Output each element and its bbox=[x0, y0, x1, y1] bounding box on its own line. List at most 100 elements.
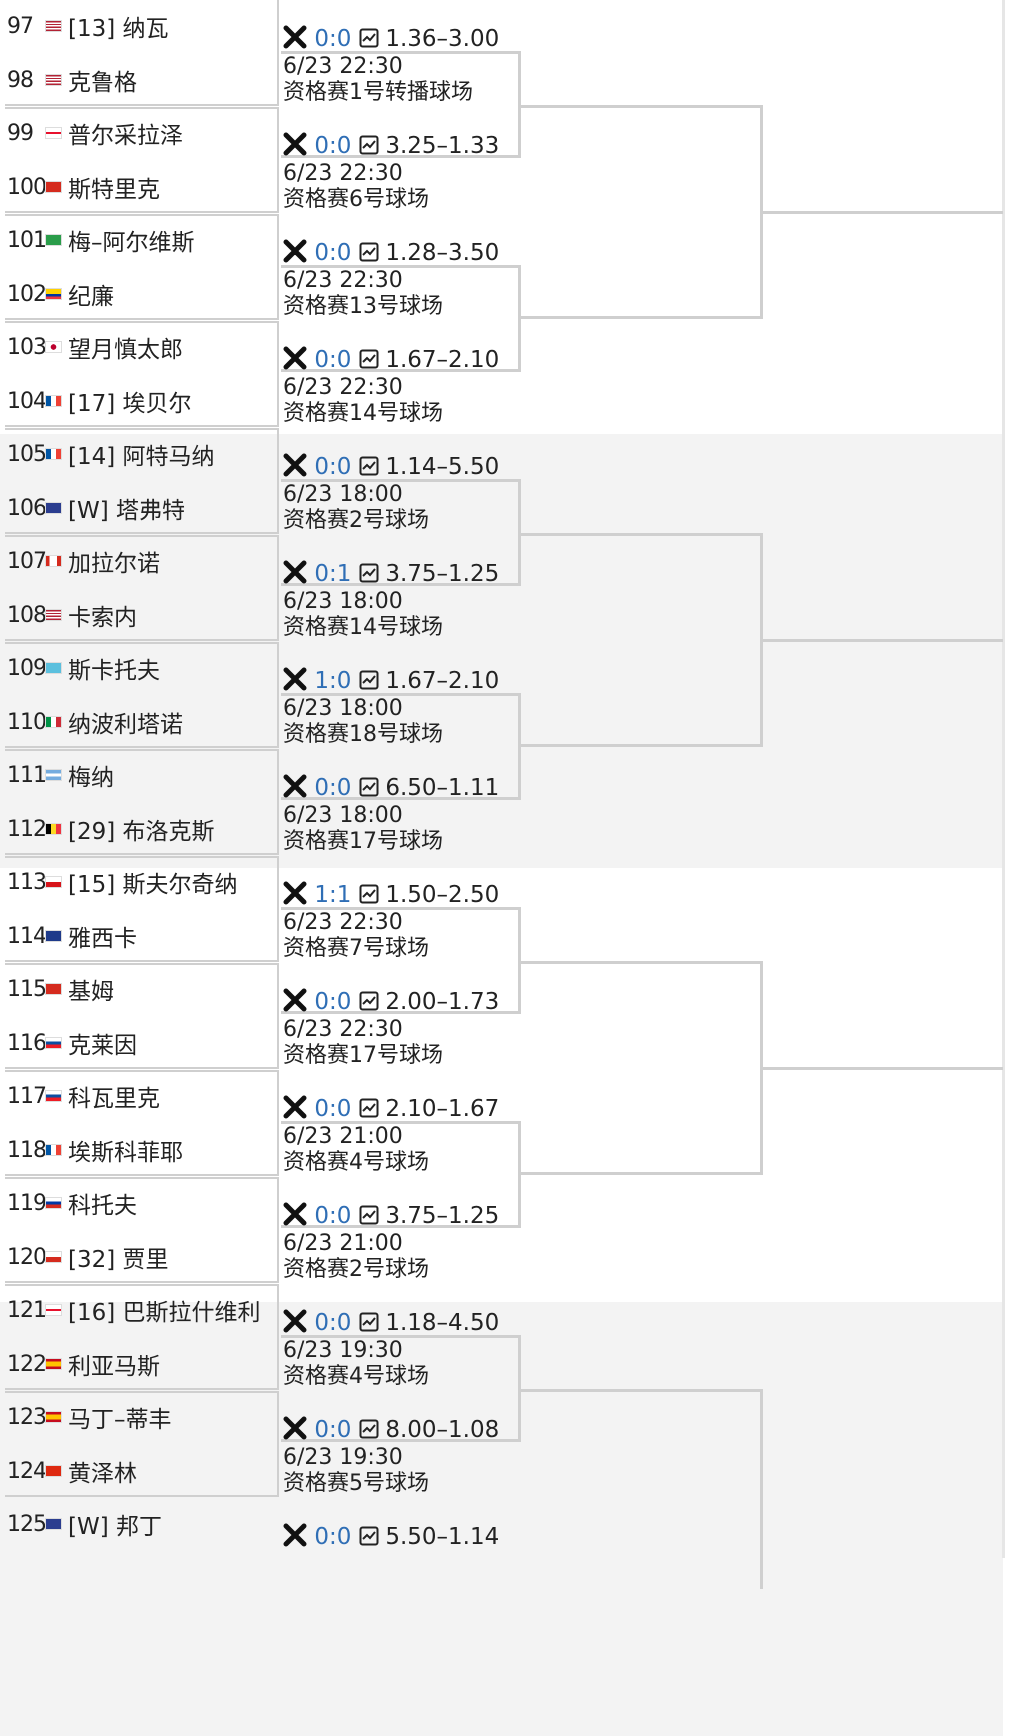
player-name[interactable]: 纳波利塔诺 bbox=[68, 712, 183, 738]
line-chart-icon[interactable] bbox=[359, 670, 379, 690]
match-score[interactable]: 0:0 bbox=[314, 133, 352, 159]
player-row[interactable]: 97[13] 纳瓦 bbox=[7, 0, 277, 52]
player-name[interactable]: 马丁–蒂丰 bbox=[68, 1407, 172, 1433]
player-name[interactable]: [15] 斯夫尔奇纳 bbox=[68, 865, 238, 899]
match-score[interactable]: 1:0 bbox=[314, 668, 352, 694]
player-name[interactable]: [W] 邦丁 bbox=[68, 1507, 162, 1541]
line-chart-icon[interactable] bbox=[359, 1526, 379, 1546]
player-row[interactable]: 113[15] 斯夫尔奇纳 bbox=[7, 856, 277, 908]
player-name[interactable]: 卡索内 bbox=[68, 605, 137, 631]
line-chart-icon[interactable] bbox=[359, 135, 379, 155]
line-chart-icon[interactable] bbox=[359, 1419, 379, 1439]
line-chart-icon[interactable] bbox=[359, 1205, 379, 1225]
line-chart-icon[interactable] bbox=[359, 456, 379, 476]
match-score[interactable]: 0:0 bbox=[314, 240, 352, 266]
player-row[interactable]: 105[14] 阿特马纳 bbox=[7, 428, 277, 480]
player-name[interactable]: [32] 贾里 bbox=[68, 1240, 169, 1274]
player-name[interactable]: 纪廉 bbox=[68, 284, 114, 310]
player-name[interactable]: 利亚马斯 bbox=[68, 1354, 160, 1380]
player-row[interactable]: 121[16] 巴斯拉什维利 bbox=[7, 1284, 277, 1336]
player-row[interactable]: 112[29] 布洛克斯 bbox=[7, 803, 277, 855]
match-score[interactable]: 0:0 bbox=[314, 1524, 352, 1550]
line-chart-icon[interactable] bbox=[359, 1098, 379, 1118]
player-name[interactable]: 黄泽林 bbox=[68, 1461, 137, 1487]
match-score[interactable]: 0:0 bbox=[314, 1417, 352, 1443]
player-row[interactable]: 104[17] 埃贝尔 bbox=[7, 375, 277, 427]
player-name[interactable]: [13] 纳瓦 bbox=[68, 9, 169, 43]
match-score[interactable]: 0:0 bbox=[314, 775, 352, 801]
player-row[interactable]: 125[W] 邦丁 bbox=[7, 1498, 277, 1550]
player-name[interactable]: [14] 阿特马纳 bbox=[68, 437, 215, 471]
line-chart-icon[interactable] bbox=[359, 777, 379, 797]
line-chart-icon[interactable] bbox=[359, 1312, 379, 1332]
player-name[interactable]: 雅西卡 bbox=[68, 926, 137, 952]
line-chart-icon[interactable] bbox=[359, 991, 379, 1011]
line-chart-icon[interactable] bbox=[359, 242, 379, 262]
match-score[interactable]: 0:0 bbox=[314, 454, 352, 480]
player-name[interactable]: 梅纳 bbox=[68, 765, 114, 791]
match-score[interactable]: 0:0 bbox=[314, 1203, 352, 1229]
match-score[interactable]: 1:1 bbox=[314, 882, 352, 908]
match-score[interactable]: 0:0 bbox=[314, 26, 352, 52]
match-score[interactable]: 0:0 bbox=[314, 1310, 352, 1336]
line-chart-icon[interactable] bbox=[359, 884, 379, 904]
player-name[interactable]: 望月慎太郎 bbox=[68, 337, 183, 363]
player-name[interactable]: 斯卡托夫 bbox=[68, 658, 160, 684]
player-name[interactable]: 克鲁格 bbox=[68, 70, 137, 96]
match-score[interactable]: 0:0 bbox=[314, 347, 352, 373]
player-name[interactable]: 科瓦里克 bbox=[68, 1086, 160, 1112]
match-score[interactable]: 0:0 bbox=[314, 989, 352, 1015]
player-name[interactable]: [W] 塔弗特 bbox=[68, 491, 185, 525]
player-name[interactable]: 埃斯科菲耶 bbox=[68, 1140, 183, 1166]
player-name[interactable]: [16] 巴斯拉什维利 bbox=[68, 1293, 261, 1327]
player-name[interactable]: [29] 布洛克斯 bbox=[68, 812, 215, 846]
player-name[interactable]: 基姆 bbox=[68, 979, 114, 1005]
line-chart-icon[interactable] bbox=[359, 28, 379, 48]
player-name[interactable]: [17] 埃贝尔 bbox=[68, 384, 192, 418]
player-row[interactable]: 120[32] 贾里 bbox=[7, 1231, 277, 1283]
player-name[interactable]: 克莱因 bbox=[68, 1033, 137, 1059]
player-name[interactable]: 梅–阿尔维斯 bbox=[68, 230, 195, 256]
line-chart-icon[interactable] bbox=[359, 349, 379, 369]
player-name[interactable]: 加拉尔诺 bbox=[68, 551, 160, 577]
player-name[interactable]: 斯特里克 bbox=[68, 177, 160, 203]
match-score[interactable]: 0:1 bbox=[314, 561, 352, 587]
match-score[interactable]: 0:0 bbox=[314, 1096, 352, 1122]
player-name[interactable]: 普尔采拉泽 bbox=[68, 123, 183, 149]
player-name[interactable]: 科托夫 bbox=[68, 1193, 137, 1219]
player-row[interactable]: 106[W] 塔弗特 bbox=[7, 482, 277, 534]
